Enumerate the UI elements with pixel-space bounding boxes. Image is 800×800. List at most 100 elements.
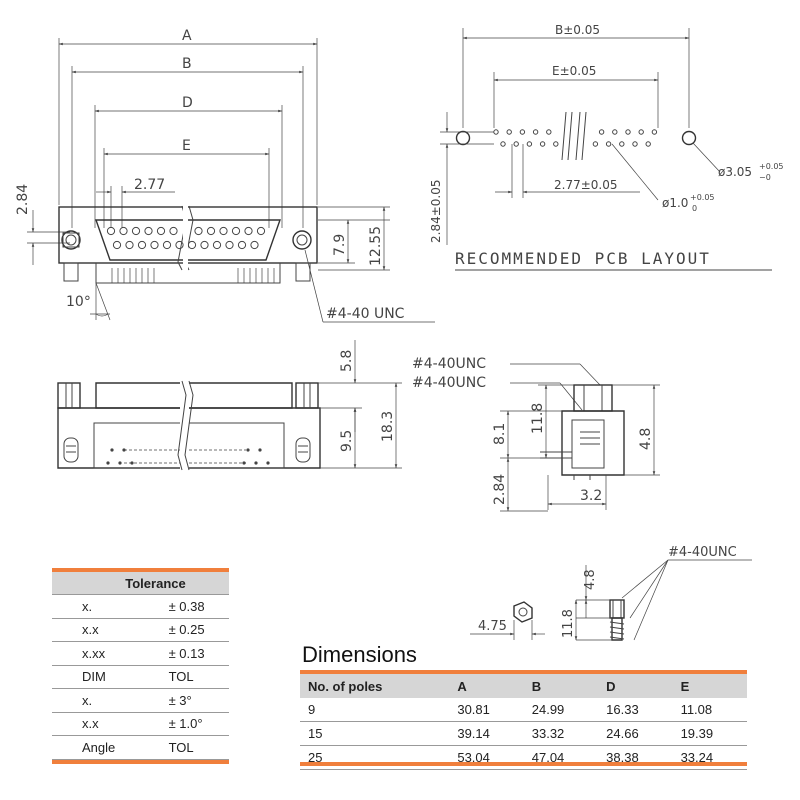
height-right-label: 12.55 [368, 226, 384, 266]
pcb-pin-hole [651, 129, 658, 135]
pin-hole [244, 226, 253, 236]
pin-hole [112, 240, 122, 250]
pcb-vertical: 2.84±0.05 [429, 180, 443, 244]
pin-hole [137, 240, 147, 250]
side-dim-4-8: 4.8 [638, 428, 654, 450]
pin-hole [200, 240, 209, 250]
table-header-row: No. of poles A B D E [300, 674, 747, 698]
pin-hole [156, 226, 166, 236]
bottom-dim-total: 18.3 [380, 411, 396, 442]
tolerance-value: ± 1.0° [138, 712, 229, 736]
tolerance-accent-bar [52, 568, 229, 572]
pin-hole [119, 226, 128, 236]
tolerance-value: ± 0.38 [138, 594, 229, 619]
pcb-hole-small-tol-up: +0.05 [690, 193, 715, 202]
dim-a-label: A [182, 28, 192, 44]
pcb-pin-hole [546, 129, 552, 135]
standoff-dim-4-8: 4.8 [583, 569, 598, 590]
pcb-pin-hole [592, 141, 599, 147]
tolerance-value: ± 3° [138, 688, 229, 713]
standoff-thread: #4-40UNC [668, 545, 737, 560]
tolerance-key: x. [52, 688, 139, 713]
pcb-hole-large-tol-up: +0.05 [759, 162, 784, 171]
pin-hole [194, 226, 203, 236]
front-view: A B D E 2.77 2.84 [15, 28, 435, 323]
table-cell: 11.08 [672, 698, 747, 722]
pin-hole [187, 240, 197, 250]
pin-hole [144, 226, 153, 236]
pcb-dim-e: E±0.05 [552, 64, 596, 78]
pcb-dim-b: B±0.05 [555, 23, 600, 37]
side-thread-1: #4-40UNC [412, 356, 486, 372]
table-row: x.x± 1.0° [52, 712, 229, 736]
pin-hole [237, 240, 247, 250]
pcb-hole-large-tol-down: −0 [759, 173, 771, 182]
tolerance-key: x.xx [52, 641, 139, 666]
bottom-view: 5.8 9.5 18.3 [57, 340, 402, 472]
pcb-layout: B±0.05 E±0.05 2.84±0.05 2.77±0.05 ø3.05 … [429, 23, 784, 271]
tolerance-value: TOL [138, 735, 229, 760]
tolerance-key: DIM [52, 665, 139, 689]
pcb-pin-hole [513, 141, 519, 147]
table-cell: 16.33 [598, 698, 673, 722]
column-header: D [598, 674, 673, 698]
pcb-pin-hole [625, 129, 631, 135]
pin-dot [106, 461, 110, 465]
standoff-dim-11-8: 11.8 [561, 609, 576, 638]
pcb-hole-small: ø1.0 [662, 196, 688, 210]
table-row: 15 39.14 33.32 24.66 19.39 [300, 721, 747, 746]
pin-dot [110, 448, 114, 452]
pin-hole [225, 240, 234, 250]
dimensions-title: Dimensions [302, 642, 417, 667]
table-row: x.xx± 0.13 [52, 641, 229, 666]
standoff-detail: #4-40UNC 4.75 4.8 11.8 [470, 545, 752, 641]
side-view: #4-40UNC #4-40UNC 11.8 8.1 2.84 4.8 3.2 [412, 356, 660, 512]
pcb-pin-hole [500, 141, 506, 147]
side-thread-2: #4-40UNC [412, 375, 486, 391]
pcb-pin-hole [638, 129, 644, 135]
column-header: No. of poles [300, 674, 450, 698]
pcb-pin-hole [539, 141, 546, 147]
pin-dot [254, 461, 258, 465]
pin-hole [162, 240, 172, 250]
table-cell: 24.99 [523, 698, 599, 722]
pcb-pin-hole [598, 129, 605, 135]
pin-hole [231, 226, 241, 236]
pin-hole [212, 240, 222, 250]
pin-hole [175, 240, 184, 250]
pcb-pitch: 2.77±0.05 [554, 178, 618, 192]
pcb-pin-hole [519, 129, 526, 135]
dim-b-label: B [182, 56, 192, 72]
side-dim-8-1: 8.1 [492, 423, 508, 445]
standoff-dim-4-75: 4.75 [478, 619, 507, 634]
table-row: x.± 3° [52, 688, 229, 713]
pcb-pin-hole [532, 129, 539, 135]
pin-hole [206, 226, 216, 236]
pcb-pin-hole [526, 141, 533, 147]
dimensions-bottom-bar [300, 762, 747, 766]
table-cell: 19.39 [672, 721, 747, 746]
side-dim-2-84: 2.84 [492, 474, 508, 505]
pcb-pin-hole [645, 141, 651, 147]
table-cell: 33.32 [523, 721, 599, 746]
table-row: 9 30.81 24.99 16.33 11.08 [300, 698, 747, 722]
dimensions-table: No. of poles A B D E 9 30.81 24.99 16.33… [300, 674, 747, 770]
tolerance-key: x.x [52, 618, 139, 642]
pcb-pin-hole [506, 129, 512, 135]
table-cell: 15 [300, 721, 450, 746]
tolerance-value: ± 0.13 [138, 641, 229, 666]
pin-hole [125, 240, 134, 250]
height-left-label: 2.84 [15, 184, 31, 215]
pin-hole [256, 226, 266, 236]
column-header: B [523, 674, 599, 698]
bottom-dim-mid: 9.5 [339, 430, 355, 452]
pin-dot [118, 461, 122, 465]
dim-e-label: E [182, 138, 191, 154]
pin-hole [106, 226, 116, 236]
pcb-hole-small-tol-down: 0 [692, 204, 697, 213]
pcb-hole-large: ø3.05 [718, 165, 752, 179]
table-cell: 9 [300, 698, 450, 722]
tolerance-value: TOL [138, 665, 229, 689]
